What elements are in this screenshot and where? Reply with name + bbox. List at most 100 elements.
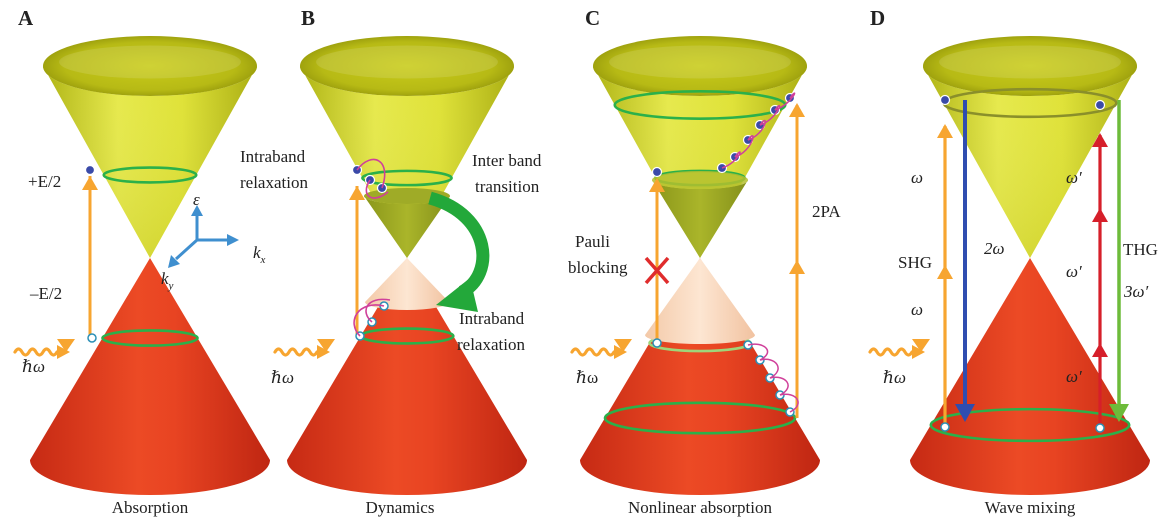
label-interband-1: Inter band [472, 151, 542, 170]
upper-cone-opening-d [923, 36, 1137, 96]
relax-curve-c-bot-1 [759, 358, 779, 379]
twopa-arrow-head-mid [789, 260, 805, 274]
label-hbar-omega-b: ℏω [271, 368, 294, 387]
label-omega-bottom: ω [911, 300, 923, 319]
pump-wave-a [13, 347, 59, 357]
label-hbar-omega-d: ℏω [883, 368, 906, 387]
pump-wave-d [868, 347, 914, 357]
pump-wave-c [570, 347, 616, 357]
lower-cone-c [580, 258, 820, 495]
caption-nonlinear-absorption: Nonlinear absorption [628, 498, 772, 517]
relax-curve-c-bot-3 [779, 393, 799, 413]
caption-absorption: Absorption [112, 498, 189, 517]
label-omega-prime-3: ω′ [1066, 367, 1082, 386]
hole-d-right [1095, 423, 1105, 433]
panel-letter-c: C [585, 6, 600, 30]
axis-kx-label: kx [253, 243, 266, 266]
hole-c-pumped [652, 338, 662, 348]
relax-curve-c-bot-2 [769, 376, 789, 396]
upper-cone-shade-a [43, 66, 257, 258]
upper-cone-glare-c [609, 45, 791, 79]
caption-dynamics: Dynamics [366, 498, 435, 517]
axis-ky-head [168, 255, 180, 268]
pump-wave-d-tip [912, 345, 925, 359]
relax-curve-c-top-1 [759, 104, 781, 126]
lower-cone-empty-tip-b [365, 258, 449, 310]
overlay-layer [13, 87, 1131, 443]
panel-letter-b: B [301, 6, 315, 30]
interband-green-arrow [428, 191, 490, 298]
relax-curve-c-top-2 [747, 119, 767, 141]
label-omega-prime-2: ω′ [1066, 262, 1082, 281]
label-minus-e-half: –E/2 [29, 284, 62, 303]
pauli-cross-2 [644, 256, 670, 285]
upper-cone-opening-c [593, 36, 807, 96]
shg-emission-head [955, 404, 975, 422]
upper-cone-shade-b [300, 66, 514, 258]
relax-curve-b-4 [365, 298, 391, 323]
cone-pair-b [287, 36, 527, 495]
ring-b-upper [361, 169, 453, 187]
pump-wave-b-head [317, 339, 335, 352]
upper-cone-filled-tip-b [364, 196, 450, 258]
upper-cone-glare-a [59, 45, 241, 79]
pump-wave-d-head [912, 339, 930, 352]
axis-ky-label: ky [161, 269, 174, 292]
label-hbar-omega-a: ℏω [22, 357, 45, 376]
label-two-omega: 2ω [984, 239, 1005, 258]
lower-cone-b [287, 258, 527, 495]
relax-curve-b-3 [353, 304, 385, 337]
pump-wave-b-tip [317, 345, 330, 359]
relax-curve-b-1 [356, 158, 386, 189]
ring-a-lower [101, 329, 199, 347]
pump-wave-a-head [57, 339, 75, 352]
lower-cone-empty-tip-c [645, 258, 755, 344]
upper-cone-filled-tip-c [652, 180, 748, 258]
label-three-omega-prime: 3ω′ [1123, 282, 1149, 301]
cone-pair-c [580, 36, 820, 495]
absorption-arrow-a-head-0 [82, 176, 98, 190]
label-pauli: Pauli [575, 232, 610, 251]
ring-c-lower-bottom [603, 401, 797, 435]
hole-a [87, 333, 97, 343]
caption-wave-mixing: Wave mixing [985, 498, 1076, 517]
twopa-arrow-head-top [789, 103, 805, 117]
axis-epsilon-head [191, 205, 203, 216]
electron-c-pumped [651, 166, 663, 178]
electron-d-right [1094, 99, 1106, 111]
pump-wave-c-head [614, 339, 632, 352]
pump-wave-b [273, 347, 319, 357]
lower-cone-a [30, 258, 270, 495]
thg-pump-head-2 [1092, 208, 1108, 222]
shg-pump-head-mid [937, 265, 953, 279]
upper-tip-ellipse-b [364, 188, 450, 204]
upper-cone-shade-c [593, 66, 807, 258]
upper-cone-glare-d [939, 45, 1121, 79]
label-hbar-omega-c: ℏω [576, 368, 598, 387]
ring-d-lower [929, 407, 1131, 443]
pump-wave-a-tip [57, 345, 70, 359]
lower-cone-d [910, 258, 1150, 495]
label-intraband-top-1: Intraband [240, 147, 306, 166]
label-2pa: 2PA [812, 202, 841, 221]
label-intraband-bottom-1: Intraband [459, 309, 525, 328]
axis-kx-head [227, 234, 239, 246]
label-interband-2: transition [475, 177, 540, 196]
label-plus-e-half: +E/2 [28, 172, 61, 191]
label-thg: THG [1123, 240, 1158, 259]
thg-emission-head [1109, 404, 1129, 422]
upper-tip-ellipse-c [652, 171, 748, 189]
label-intraband-bottom-2: relaxation [457, 335, 525, 354]
absorption-arrow-b-head-0 [349, 186, 365, 200]
ring-a-upper [102, 166, 198, 184]
blocked-arrow-head-c [649, 178, 665, 192]
label-omega-top: ω [911, 168, 923, 187]
electron-d-left [939, 94, 951, 106]
thg-pump-head-3 [1092, 133, 1108, 147]
label-intraband-top-2: relaxation [240, 173, 308, 192]
upper-cone-glare-b [316, 45, 498, 79]
relax-curve-c-top-4 [721, 151, 741, 169]
panel-letter-a: A [18, 6, 34, 30]
relax-curve-b-2 [365, 179, 389, 199]
